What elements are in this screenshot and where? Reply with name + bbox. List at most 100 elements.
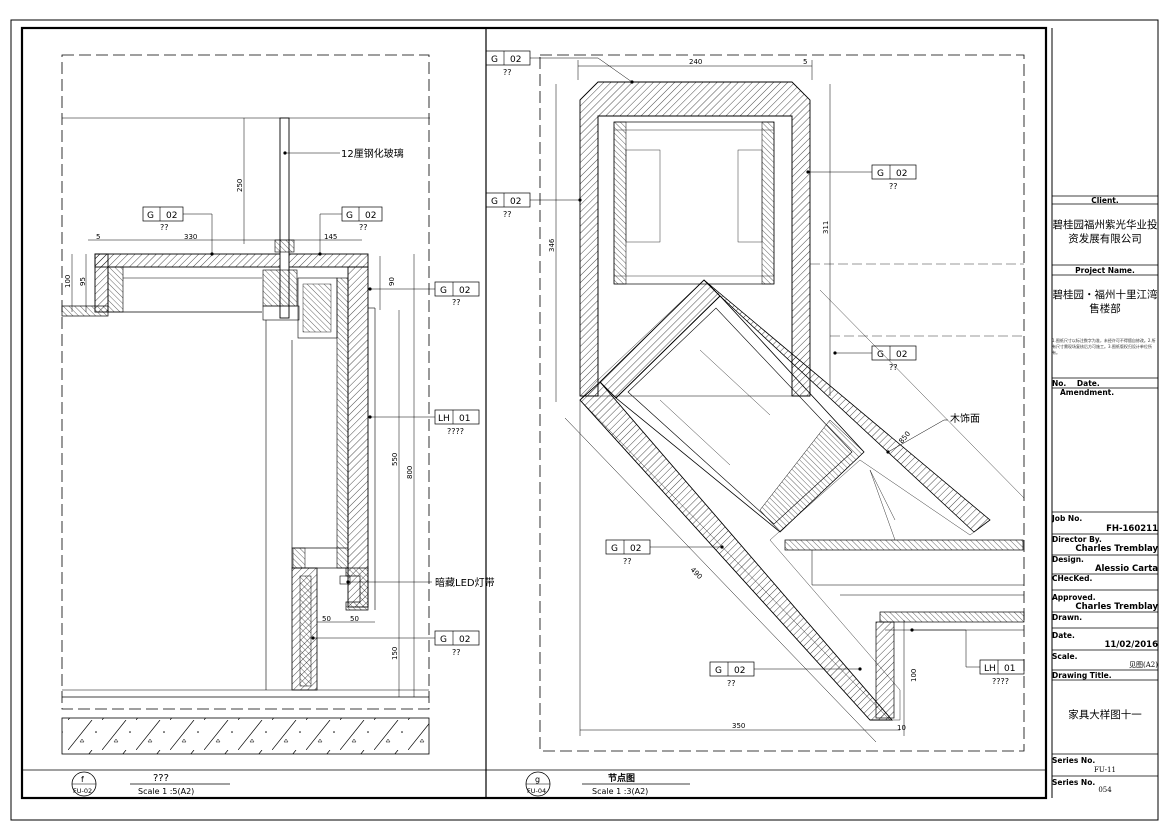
right-tag-4: G 02 ??	[605, 539, 724, 566]
svg-text:02: 02	[630, 544, 641, 554]
left-tag-4: G 02 ??	[311, 630, 480, 657]
dim-10: 10	[897, 724, 906, 732]
director-label: Director By.	[1052, 535, 1102, 544]
series2-no: 054	[1098, 786, 1112, 794]
svg-text:FU-02: FU-02	[73, 787, 92, 795]
left-tag-3: LH 01 ????	[368, 409, 480, 436]
series-no: FU-11	[1094, 766, 1116, 774]
right-view-footer: g FU-04 节点图 Scale 1 :3(A2)	[525, 771, 690, 797]
left-view-footer: f FU-02 ??? Scale 1 :5(A2)	[71, 771, 230, 797]
svg-text:??: ??	[359, 223, 368, 232]
dim-850: 850	[897, 430, 912, 445]
svg-text:LH: LH	[984, 664, 996, 674]
dim-311: 311	[822, 221, 830, 234]
design-name: Alessio Carta	[1094, 564, 1158, 574]
dim-490: 490	[689, 566, 704, 581]
svg-text:02: 02	[510, 55, 521, 65]
series-label: Series No.	[1052, 756, 1096, 765]
client-label: Client.	[1091, 196, 1119, 205]
approved-label: Approved.	[1052, 593, 1096, 602]
svg-text:??: ??	[160, 223, 169, 232]
amendment-header: No. Date. Amendment.	[1052, 379, 1158, 397]
scale-label: Scale.	[1052, 652, 1078, 661]
svg-text:G: G	[877, 169, 884, 179]
svg-text:01: 01	[1004, 664, 1015, 674]
svg-text:G: G	[611, 544, 618, 554]
amend-label: Amendment.	[1060, 388, 1115, 397]
svg-text:G: G	[715, 666, 722, 676]
svg-text:G: G	[491, 55, 498, 65]
amend-no-label: No.	[1052, 379, 1067, 388]
label-tempered-glass: 12厘钢化玻璃	[341, 147, 404, 160]
svg-text:02: 02	[896, 169, 907, 179]
svg-text:02: 02	[166, 211, 177, 221]
project-name: 碧桂园・福州十里江湾售楼部	[1052, 289, 1158, 315]
svg-text:??: ??	[503, 210, 512, 219]
dim-95: 95	[79, 277, 87, 286]
svg-text:02: 02	[734, 666, 745, 676]
client-name: 碧桂园福州紫光华业投资发展有限公司	[1052, 219, 1158, 245]
svg-text:FU-04: FU-04	[527, 787, 546, 795]
series2-label: Series No.	[1052, 778, 1096, 787]
dim-800: 800	[406, 466, 414, 479]
design-label: Design.	[1052, 555, 1084, 564]
svg-text:??: ??	[452, 298, 461, 307]
left-tag-1: G 02 ??	[318, 206, 383, 256]
svg-text:LH: LH	[438, 414, 450, 424]
dim-240: 240	[689, 58, 702, 66]
right-view-scale: Scale 1 :3(A2)	[592, 787, 648, 796]
dim-100-left: 100	[64, 275, 72, 288]
drawn-label: Drawn.	[1052, 613, 1083, 622]
left-view-scale: Scale 1 :5(A2)	[138, 787, 194, 796]
dim-150: 150	[391, 647, 399, 660]
svg-text:????: ????	[447, 427, 464, 436]
dim-50b: 50	[350, 615, 359, 623]
left-tag-2: G 02 ??	[368, 281, 480, 307]
svg-text:02: 02	[510, 197, 521, 207]
svg-text:??: ??	[889, 363, 898, 372]
right-tag-6: LH 01 ????	[910, 628, 1025, 686]
svg-text:g: g	[535, 775, 540, 784]
label-led-strip: 暗藏LED灯带	[435, 576, 495, 589]
svg-text:??: ??	[623, 557, 632, 566]
dim-5-right: 5	[803, 58, 807, 66]
dim-5-left: 5	[96, 233, 100, 241]
right-view-boundary	[539, 54, 1025, 752]
job-no-label: Job No.	[1052, 514, 1083, 523]
svg-text:02: 02	[896, 350, 907, 360]
right-tag-1: G 02 ??	[485, 192, 582, 219]
project-label: Project Name.	[1075, 266, 1135, 275]
svg-text:G: G	[440, 286, 447, 296]
dim-330: 330	[184, 233, 197, 241]
svg-text:02: 02	[365, 211, 376, 221]
drawing-notes: 1.图纸尺寸以标注数字为准，未经许可不得擅自修改。2.所有尺寸需现场复核后方可施…	[1052, 338, 1156, 355]
svg-text:??: ??	[889, 182, 898, 191]
right-tag-0: G 02 ??	[485, 50, 634, 84]
svg-text:f: f	[81, 775, 84, 784]
svg-text:02: 02	[459, 286, 470, 296]
job-no: FH-160211	[1106, 524, 1158, 534]
right-tag-3: G 02 ??	[833, 345, 917, 372]
amend-date-label: Date.	[1076, 379, 1100, 388]
right-section-detail: 240 5 346 311 350 490 100 10 850 木饰面	[548, 58, 1025, 743]
svg-text:??: ??	[727, 679, 736, 688]
left-view-title: ???	[153, 773, 169, 784]
scale-value: 见图(A2)	[1129, 661, 1158, 669]
dim-250: 250	[236, 179, 244, 192]
checked-label: CHecKed.	[1052, 574, 1093, 583]
left-section-detail: 5 330 145 250 100 95 90 550 800 50 50 15…	[61, 117, 495, 755]
svg-text:G: G	[877, 350, 884, 360]
svg-text:??: ??	[452, 648, 461, 657]
svg-text:G: G	[346, 211, 353, 221]
dim-100-right: 100	[910, 669, 918, 682]
right-view-title: 节点图	[608, 772, 635, 784]
svg-text:02: 02	[459, 635, 470, 645]
dim-50a: 50	[322, 615, 331, 623]
right-tag-5: G 02 ??	[709, 661, 862, 688]
approved-name: Charles Tremblay	[1075, 602, 1158, 612]
left-tag-0: G 02 ??	[142, 206, 214, 256]
date-label: Date.	[1052, 631, 1075, 640]
drawing-title: 家具大样图十一	[1068, 709, 1142, 721]
svg-text:G: G	[491, 197, 498, 207]
